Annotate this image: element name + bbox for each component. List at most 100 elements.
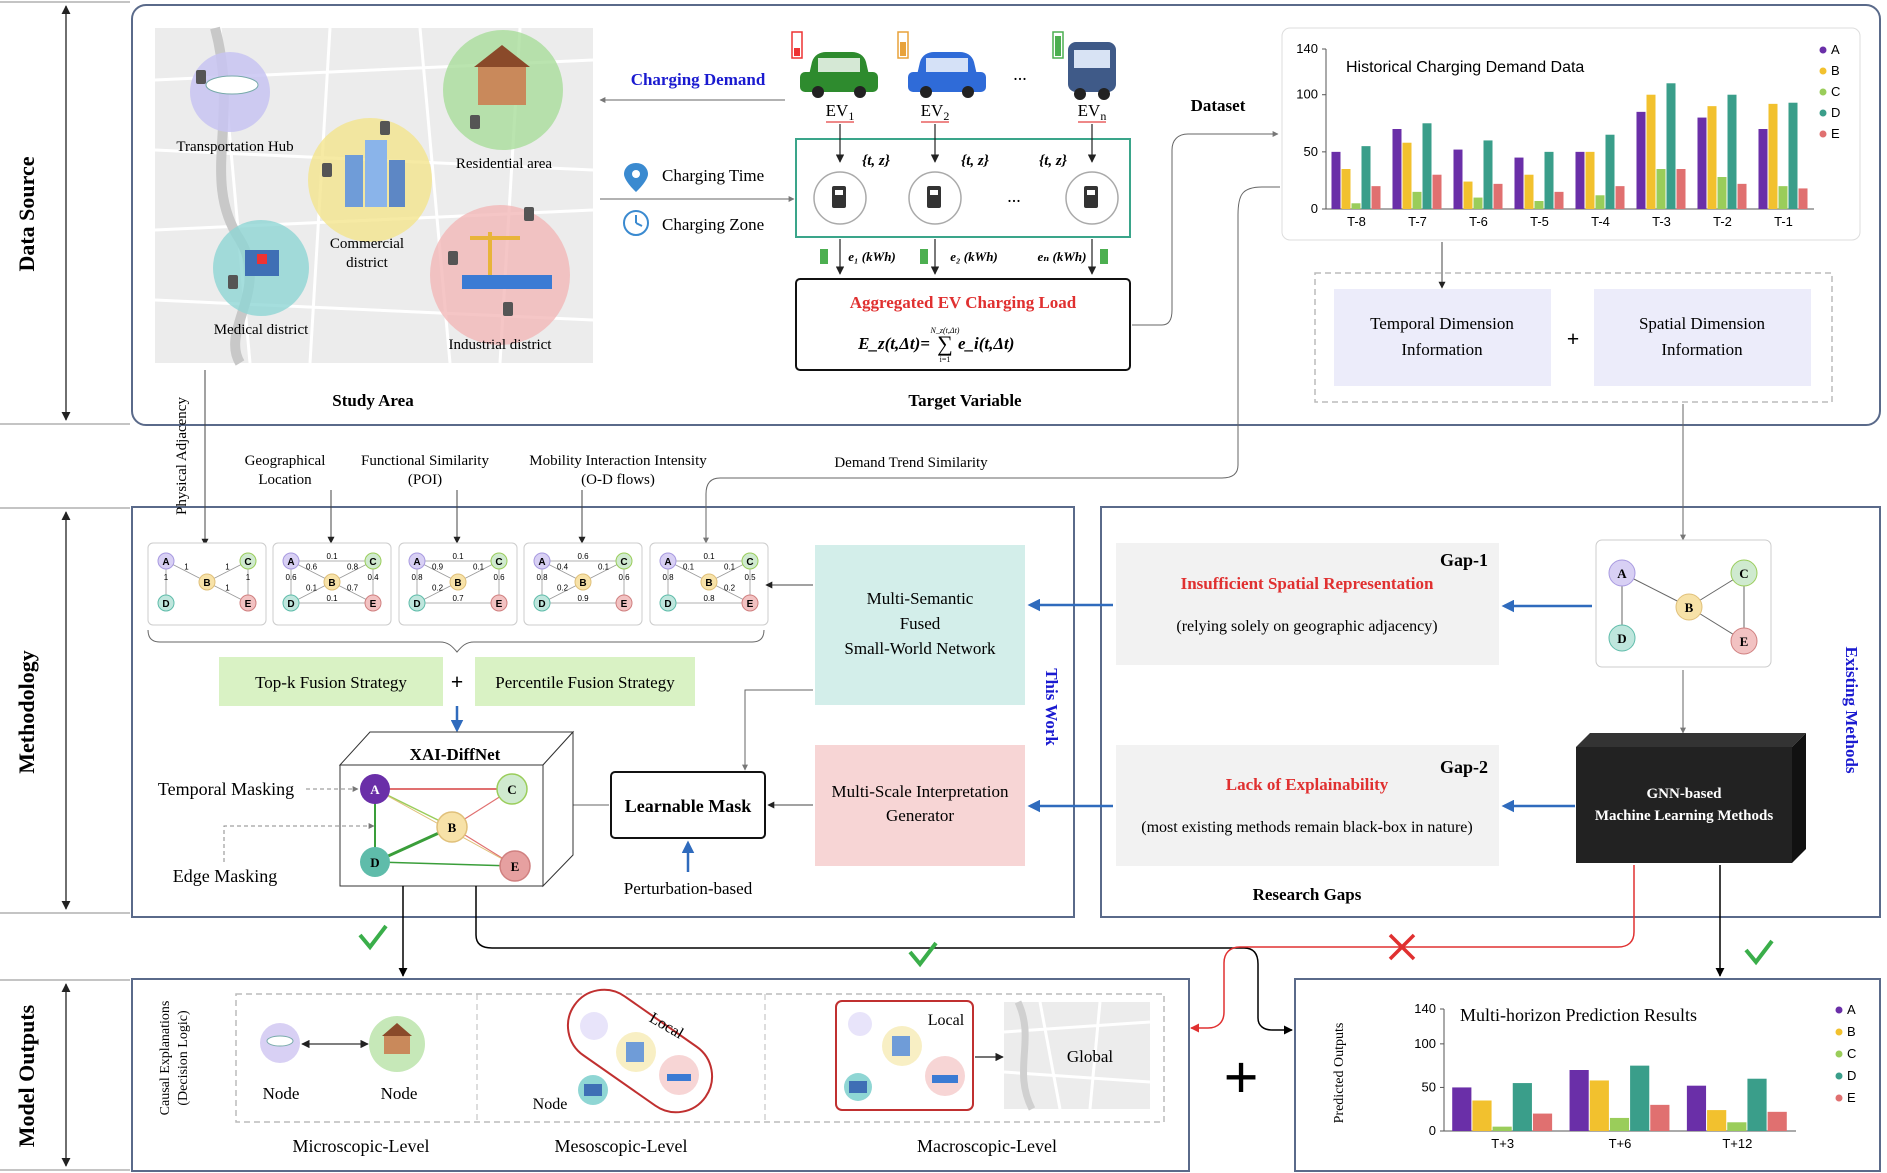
hist-x-tick-label: T-4 — [1591, 214, 1610, 229]
hist-bar — [1361, 146, 1371, 209]
pred-bar — [1452, 1087, 1472, 1131]
semantic-graph-node — [615, 594, 633, 612]
pred-y-tick-label: 140 — [1414, 1001, 1436, 1016]
semantic-graph-node-label: D — [287, 599, 294, 610]
hist-bar — [1392, 129, 1402, 209]
hist-legend-swatch — [1819, 46, 1827, 54]
semantic-graph-node-label: A — [664, 557, 671, 568]
ev-label-1: EV1 — [826, 101, 855, 123]
meso-level: Local Node — [533, 988, 714, 1114]
micro-level-label: Microscopic-Level — [293, 1136, 430, 1156]
hist-x-tick-label: T-3 — [1652, 214, 1671, 229]
hist-y-tick-label: 100 — [1296, 87, 1318, 102]
xai-diffnet-title: XAI-DiffNet — [410, 745, 501, 764]
hist-legend-label: C — [1831, 84, 1840, 99]
physical-adjacency-label: Physical Adjacency — [174, 397, 190, 515]
semantic-graph-node — [282, 552, 300, 570]
gap1-title: Insufficient Spatial Representation — [1181, 574, 1434, 593]
semantic-graph-node-label: C — [495, 557, 502, 568]
pred-bar — [1686, 1085, 1707, 1131]
macro-level-label: Macroscopic-Level — [917, 1136, 1057, 1156]
semantic-graph-edge-weight: 0.6 — [618, 573, 630, 582]
semantic-graph-edge-weight: 0.2 — [724, 584, 736, 593]
charger-ellipsis: ... — [1007, 186, 1021, 206]
hist-y-tick-label: 0 — [1311, 201, 1318, 216]
semantic-graph-edge-weight: 0.1 — [326, 552, 338, 561]
pred-bar — [1532, 1113, 1553, 1131]
ev-label-2: EV2 — [921, 101, 950, 123]
zone-residential: Residential area — [456, 156, 553, 172]
semantic-graph-edge-weight: 0.1 — [306, 584, 318, 593]
topk-label: Top-k Fusion Strategy — [255, 673, 407, 692]
charger-icon — [908, 171, 962, 225]
micro-level: Node Node — [260, 1016, 425, 1103]
ev-label-n: EVn — [1078, 101, 1107, 123]
ev-fleet: ... — [791, 31, 1116, 100]
graph-label-poi-2: (POI) — [408, 472, 442, 488]
hist-x-tick-label: T-1 — [1774, 214, 1793, 229]
data-source-panel — [131, 4, 1881, 426]
meso-level-label: Mesoscopic-Level — [555, 1136, 688, 1156]
pred-bar — [1707, 1110, 1727, 1131]
semantic-graph-node-label: A — [538, 557, 545, 568]
existing-node-a: A — [1617, 566, 1627, 581]
xai-node-e: E — [511, 859, 520, 874]
pred-legend-swatch — [1835, 1072, 1843, 1080]
semantic-graph-node — [408, 552, 426, 570]
hist-bar — [1514, 157, 1524, 209]
hist-bar — [1351, 203, 1361, 209]
graph-label-od-1: Mobility Interaction Intensity — [529, 453, 707, 469]
semantic-graph-edge-weight: 0.4 — [367, 573, 379, 582]
hist-bar — [1697, 117, 1707, 209]
charging-time-label: Charging Time — [662, 166, 764, 185]
learnable-mask-box — [610, 771, 766, 839]
section-label-model-outputs: Model Outputs — [14, 1004, 39, 1147]
hist-bar — [1554, 191, 1564, 209]
zone-transportation-hub: Transportation Hub — [176, 139, 293, 155]
hist-x-tick-label: T-8 — [1347, 214, 1366, 229]
hist-bar — [1605, 134, 1615, 209]
semantic-graph-node-label: C — [369, 557, 376, 568]
hist-legend-label: D — [1831, 105, 1840, 120]
car-icon — [791, 31, 878, 98]
pred-bar — [1767, 1111, 1787, 1131]
hist-bar — [1666, 83, 1676, 209]
semantic-graph-edge-weight: 0.1 — [703, 552, 715, 561]
semantic-graph-edge-weight: 0.1 — [724, 563, 736, 572]
xai-node-b: B — [448, 820, 457, 835]
existing-graph: A C B D E — [1595, 539, 1772, 668]
learnable-mask-label: Learnable Mask — [625, 796, 752, 816]
semantic-graph-node-label: B — [454, 578, 461, 589]
hist-legend-label: B — [1831, 63, 1840, 78]
bus-icon — [1052, 31, 1116, 100]
semantic-graph-node-label: E — [747, 599, 754, 610]
graph-label-od-2: (O-D flows) — [581, 472, 655, 488]
hist-bar — [1768, 103, 1778, 209]
msn-label-3: Small-World Network — [844, 639, 996, 658]
section-label-data-source: Data Source — [14, 156, 39, 271]
semantic-graph-node — [449, 573, 467, 591]
pred-legend-label: E — [1847, 1090, 1856, 1105]
check-icon — [1744, 939, 1774, 966]
formula-bottom: i=1 — [940, 355, 951, 364]
charger-icon — [813, 171, 867, 225]
semantic-graph-node-label: B — [579, 578, 586, 589]
topk-box — [219, 657, 443, 706]
charger-icon — [1065, 171, 1119, 225]
semantic-graph-node-label: C — [620, 557, 627, 568]
semantic-graph-node — [659, 552, 677, 570]
edge-masking-label: Edge Masking — [173, 866, 277, 886]
semantic-graph-edge-weight: 0.1 — [473, 563, 485, 572]
energy-label-n: eₙ (kWh) — [1038, 249, 1087, 264]
msig-box — [815, 745, 1025, 866]
micro-node-right: Node — [381, 1084, 418, 1103]
dataset-label: Dataset — [1191, 96, 1246, 115]
graph-label-geo-1: Geographical — [245, 453, 326, 469]
semantic-graph-edge-weight: 0.8 — [703, 594, 715, 603]
pred-bar — [1512, 1083, 1532, 1131]
car-icon — [897, 31, 986, 98]
semantic-graph-edge-weight: 0.8 — [662, 573, 674, 582]
hist-bar — [1636, 111, 1646, 209]
gap1-desc: (relying solely on geographic adjacency) — [1176, 618, 1437, 635]
